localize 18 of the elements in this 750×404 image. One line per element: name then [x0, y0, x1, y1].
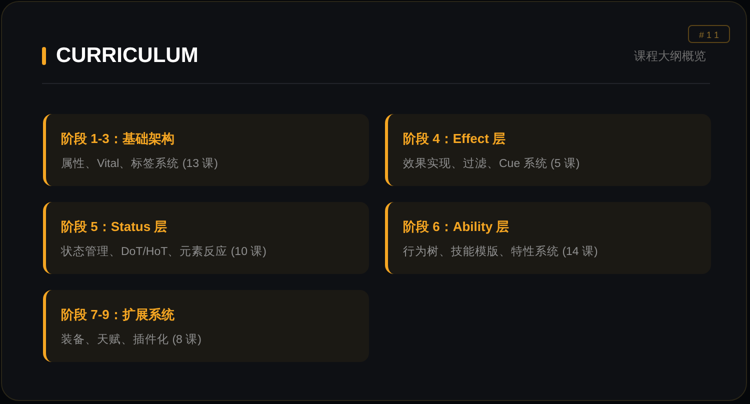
stage-card	[43, 290, 369, 362]
stage-description: 装备、天赋、插件化 (8 课)	[61, 332, 202, 347]
stage-description: 行为树、技能模版、特性系统 (14 课)	[403, 244, 598, 259]
page-number-badge: # 1 1	[688, 25, 730, 43]
stage-card	[43, 202, 369, 274]
stage-card	[385, 202, 711, 274]
stage-card	[385, 114, 711, 186]
stage-card	[43, 114, 369, 186]
subtitle: 课程大纲概览	[634, 48, 706, 65]
stage-heading: 阶段 5：Status 层	[61, 218, 168, 236]
stage-description: 属性、Vital、标签系统 (13 课)	[61, 156, 218, 171]
stage-description: 状态管理、DoT/HoT、元素反应 (10 课)	[61, 244, 266, 259]
slide-title: CURRICULUM	[56, 44, 198, 68]
stage-heading: 阶段 4：Effect 层	[403, 130, 506, 148]
stage-description: 效果实现、过滤、Cue 系统 (5 课)	[403, 156, 580, 171]
stage-heading: 阶段 6：Ability 层	[403, 218, 510, 236]
stage-heading: 阶段 7-9：扩展系统	[61, 306, 174, 324]
stage-heading: 阶段 1-3：基础架构	[61, 130, 174, 148]
